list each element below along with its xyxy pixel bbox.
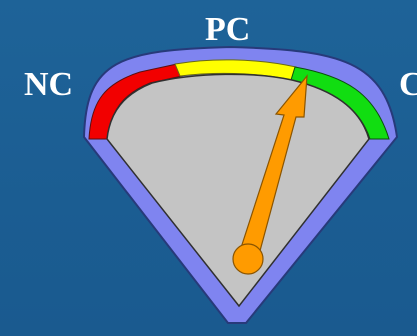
- label-pc: PC: [205, 11, 250, 48]
- needle-hub: [233, 244, 263, 274]
- label-nc: NC: [24, 66, 73, 103]
- label-c: C: [399, 66, 417, 103]
